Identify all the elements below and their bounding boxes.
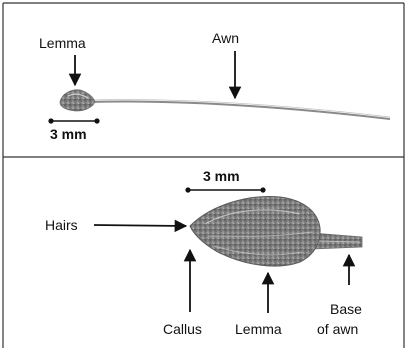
top-lemma-label: Lemma (39, 35, 86, 51)
top-scale-bar (49, 119, 99, 123)
hairs-label: Hairs (45, 217, 78, 233)
awn-label: Awn (212, 30, 239, 46)
callus-label: Callus (163, 321, 202, 337)
small-seed (60, 90, 95, 111)
base-of-awn-label-line1: Base (330, 301, 362, 317)
bottom-panel: 3 mm Hairs Callus Lemma Base of awn (45, 168, 362, 337)
bottom-lemma-label: Lemma (235, 321, 282, 337)
hairs-arrow (94, 225, 186, 226)
top-panel: Lemma Awn 3 mm (39, 30, 390, 142)
awn-bristle (88, 102, 390, 119)
base-of-awn-label-line2: of awn (317, 321, 358, 337)
bottom-scale-label: 3 mm (203, 168, 240, 184)
large-seed (190, 196, 320, 266)
bottom-scale-bar (186, 188, 265, 192)
top-scale-label: 3 mm (50, 126, 87, 142)
